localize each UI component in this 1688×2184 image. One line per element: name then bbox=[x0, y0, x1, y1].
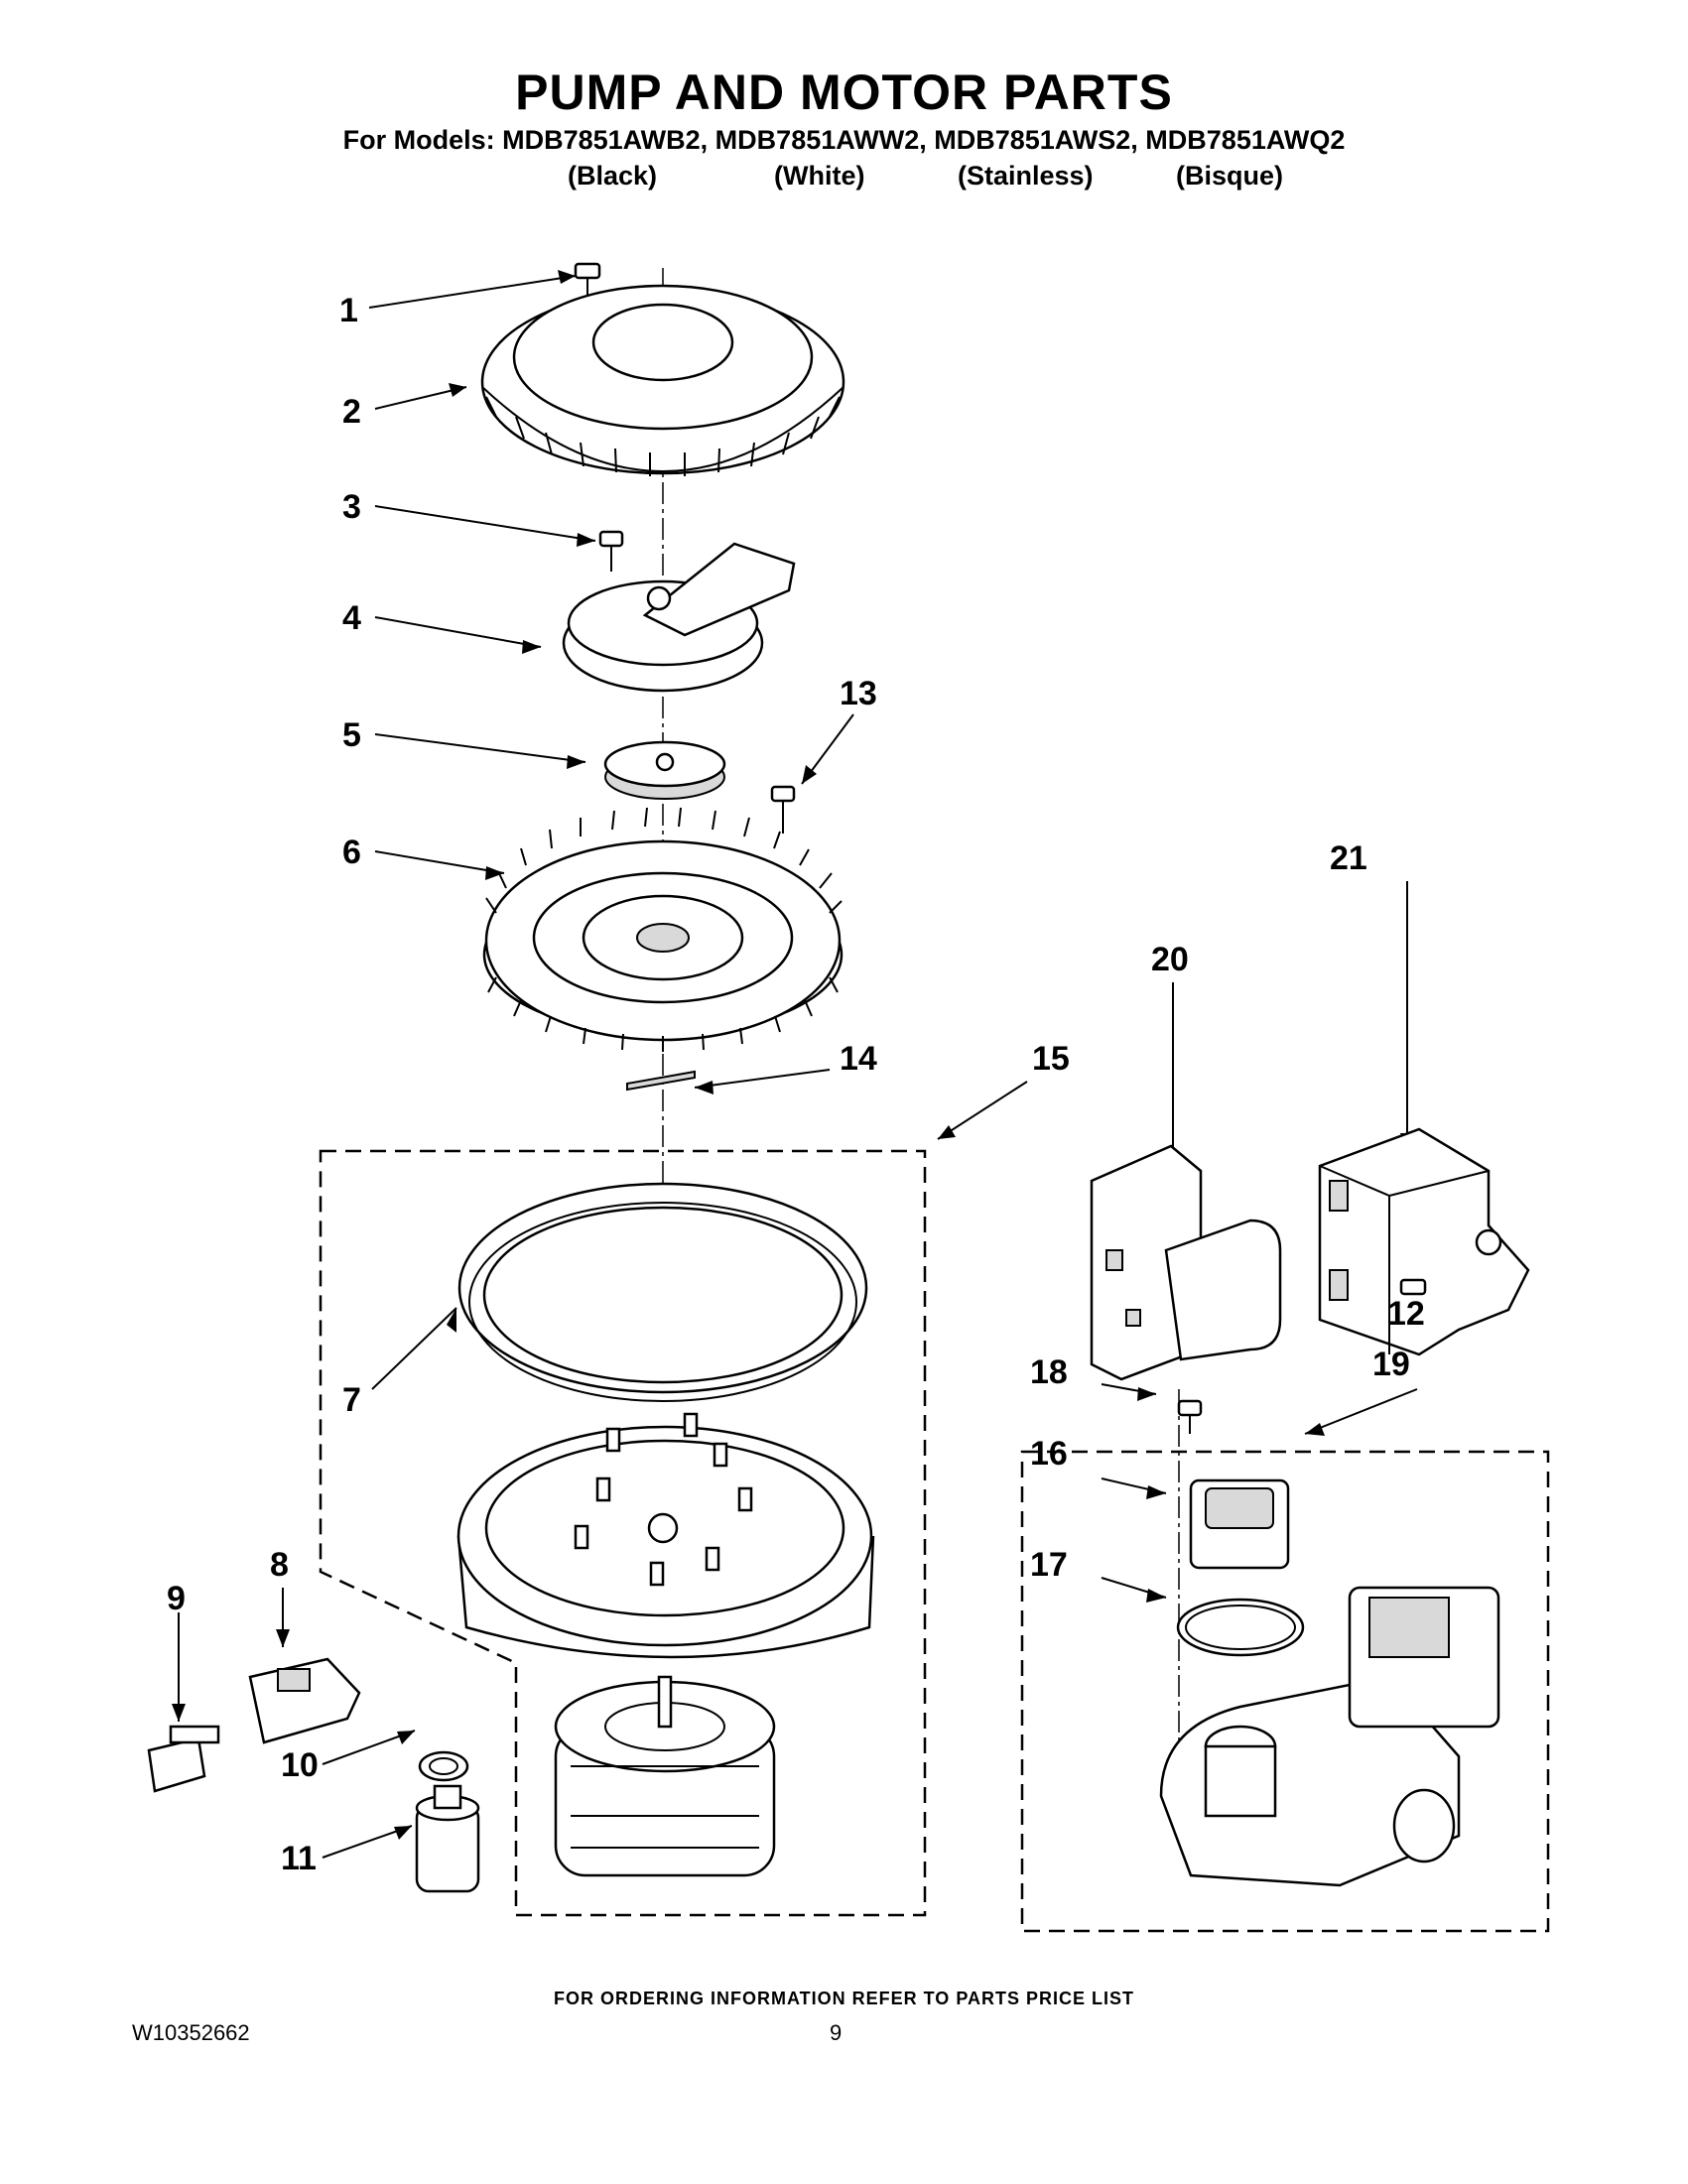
part-6-filter-housing bbox=[482, 807, 844, 1052]
callout-10: 10 bbox=[281, 1746, 319, 1784]
models-line: For Models: MDB7851AWB2, MDB7851AWW2, MD… bbox=[342, 125, 1346, 155]
part-13-screw bbox=[770, 785, 796, 834]
finish-white: (White) bbox=[774, 161, 865, 191]
finish-bisque: (Bisque) bbox=[1176, 161, 1283, 191]
part-12-screw bbox=[1399, 1278, 1427, 1296]
callout-5: 5 bbox=[342, 716, 361, 754]
part-4-diverter bbox=[562, 542, 796, 693]
callout-12: 12 bbox=[1387, 1295, 1425, 1333]
callout-1: 1 bbox=[339, 292, 358, 329]
assembly-19-outline bbox=[1020, 1450, 1550, 1933]
part-8-sensor-bracket bbox=[248, 1657, 361, 1744]
part-motor bbox=[554, 1675, 776, 1877]
part-5-impeller bbox=[603, 740, 726, 800]
callout-9: 9 bbox=[167, 1580, 186, 1617]
callout-2: 2 bbox=[342, 393, 361, 431]
callout-11: 11 bbox=[281, 1840, 317, 1877]
part-16-grommet bbox=[1189, 1478, 1290, 1570]
callout-3: 3 bbox=[342, 488, 361, 526]
callout-13: 13 bbox=[840, 675, 877, 712]
callout-19: 19 bbox=[1372, 1346, 1410, 1383]
callout-4: 4 bbox=[342, 599, 361, 637]
callout-20: 20 bbox=[1151, 941, 1189, 978]
part-9-sensor bbox=[147, 1725, 220, 1793]
part-1-screw bbox=[574, 262, 601, 298]
callout-16: 16 bbox=[1030, 1435, 1068, 1473]
part-21-capacitor-box bbox=[1318, 1127, 1530, 1356]
part-pump bbox=[1159, 1586, 1500, 1887]
part-20-bracket bbox=[1090, 1144, 1282, 1381]
leader-lines bbox=[172, 270, 1418, 1859]
document-number: W10352662 bbox=[132, 2020, 250, 2045]
page-title: PUMP AND MOTOR PARTS bbox=[515, 64, 1173, 120]
assembly-15-outline bbox=[319, 1149, 927, 1917]
part-7-seal-ring bbox=[457, 1182, 868, 1402]
finish-stainless: (Stainless) bbox=[958, 161, 1094, 191]
callout-7: 7 bbox=[342, 1381, 361, 1419]
part-11-fitting bbox=[415, 1784, 480, 1893]
part-2-top-housing bbox=[480, 284, 845, 476]
callout-8: 8 bbox=[270, 1546, 289, 1584]
part-14-gasket bbox=[626, 1070, 696, 1092]
callout-14: 14 bbox=[840, 1040, 877, 1078]
callout-17: 17 bbox=[1030, 1546, 1068, 1584]
part-10-o-ring bbox=[418, 1750, 469, 1782]
page-number: 9 bbox=[830, 2020, 843, 2045]
callout-21: 21 bbox=[1330, 839, 1367, 877]
callout-18: 18 bbox=[1030, 1353, 1068, 1391]
part-18-screw bbox=[1177, 1399, 1203, 1434]
part-3-screw bbox=[598, 530, 624, 572]
part-17-o-ring bbox=[1176, 1598, 1305, 1657]
callout-15: 15 bbox=[1032, 1040, 1070, 1078]
part-sump bbox=[456, 1412, 875, 1659]
ordering-info-note: FOR ORDERING INFORMATION REFER TO PARTS … bbox=[553, 1989, 1134, 2008]
callout-6: 6 bbox=[342, 834, 361, 871]
finish-black: (Black) bbox=[568, 161, 658, 191]
